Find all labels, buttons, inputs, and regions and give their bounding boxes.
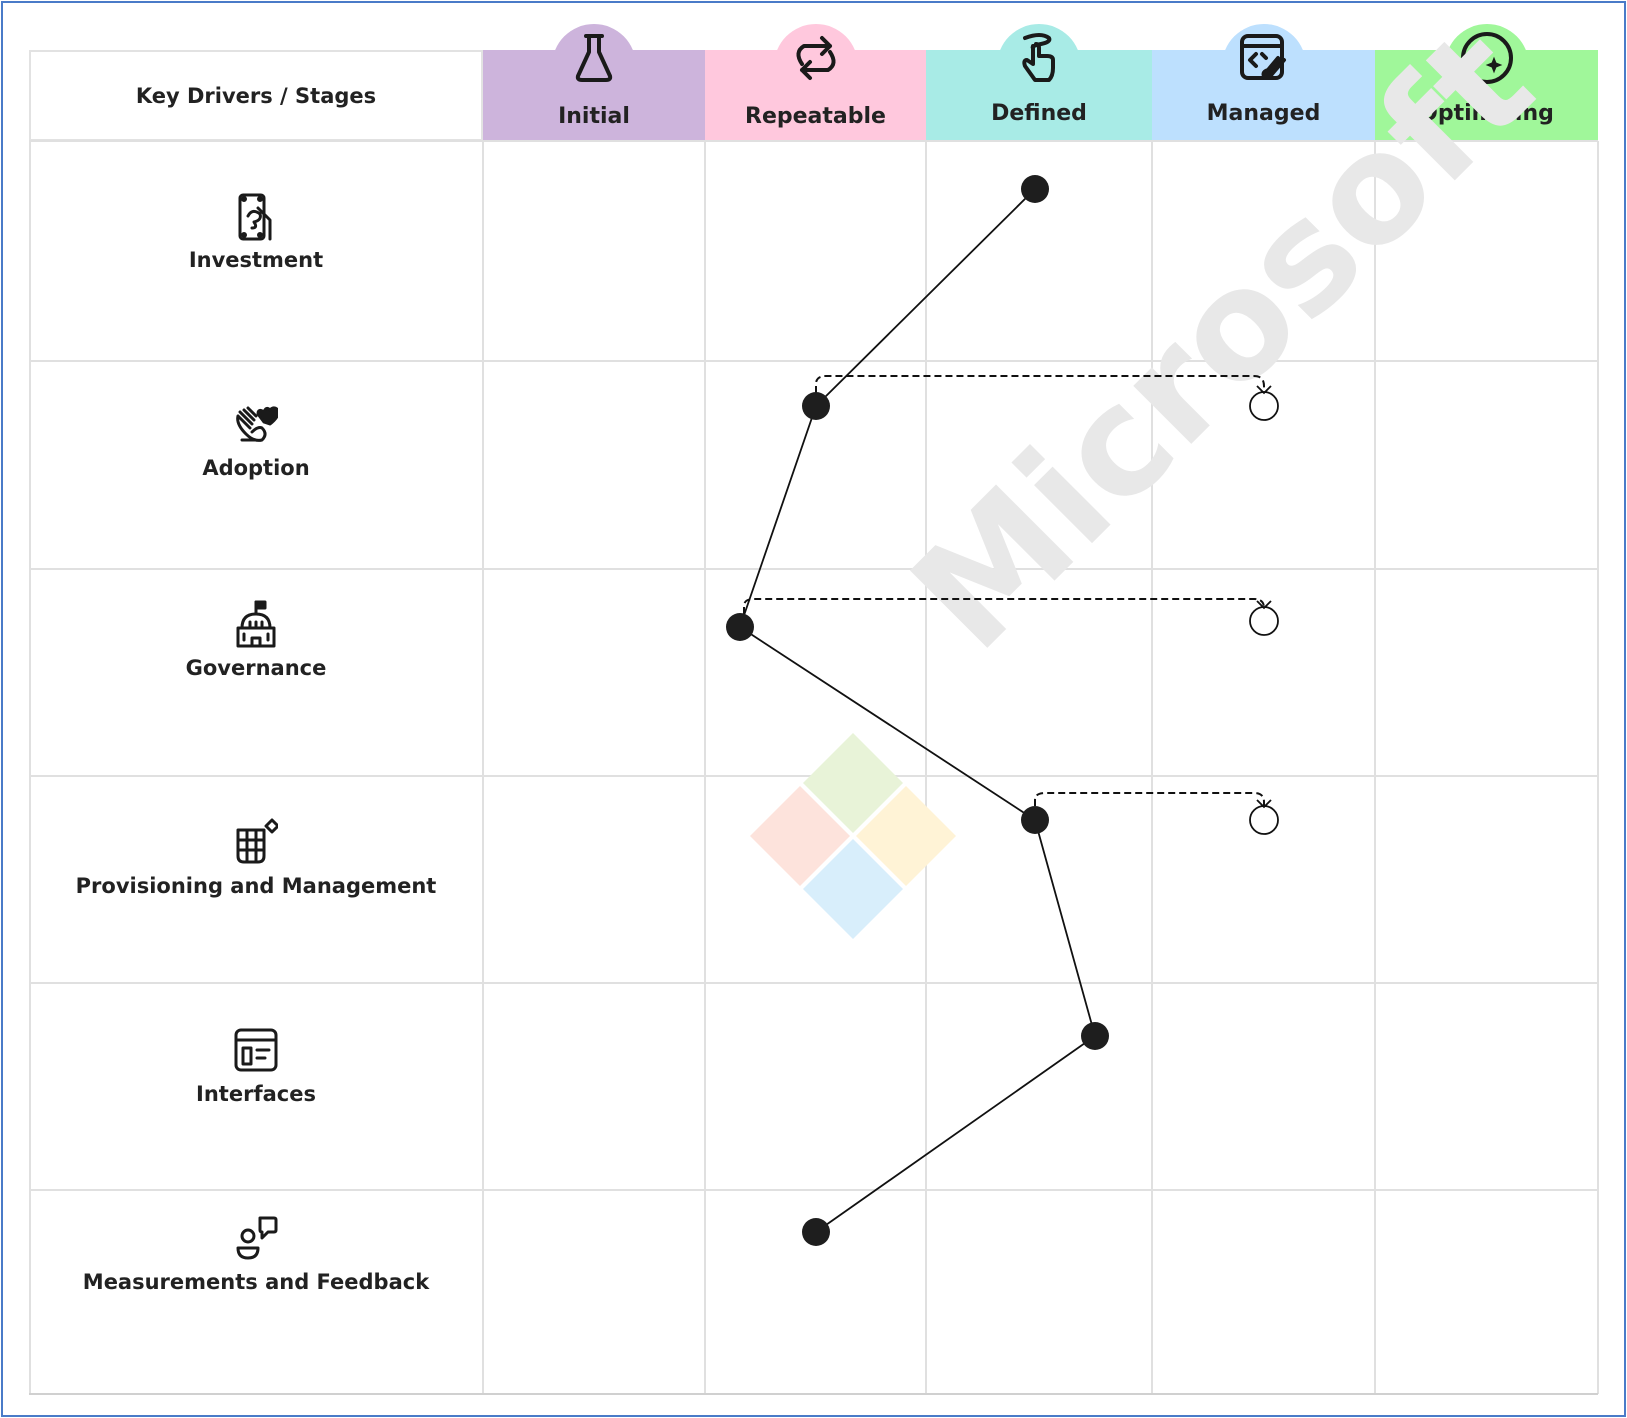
- driver-provisioning-management: Provisioning and Management: [29, 818, 483, 898]
- code-window-wrench-icon: [1240, 34, 1286, 80]
- driver-label: Investment: [188, 248, 324, 272]
- driver-interfaces: Interfaces: [29, 1026, 483, 1106]
- stage-label: Repeatable: [745, 104, 886, 129]
- driver-label: Adoption: [202, 456, 310, 480]
- grid-line: [29, 141, 31, 1394]
- person-feedback-icon: [236, 1216, 278, 1260]
- flask-icon: [575, 34, 613, 82]
- money-hand-icon: [238, 193, 272, 241]
- grid-line: [29, 568, 1598, 570]
- driver-label: Governance: [185, 656, 327, 680]
- repeat-icon: [796, 36, 836, 80]
- grid-line: [1151, 141, 1153, 1394]
- driver-governance: Governance: [29, 600, 483, 680]
- corner-header: Key Drivers / Stages: [29, 50, 483, 141]
- stage-label: Optimizing: [1419, 101, 1554, 126]
- grid-line: [1597, 141, 1599, 1394]
- driver-adoption: Adoption: [29, 400, 483, 480]
- grid-line: [704, 141, 706, 1394]
- government-building-icon: [236, 600, 276, 648]
- stage-label: Managed: [1206, 101, 1321, 126]
- stage-label: Initial: [558, 104, 630, 129]
- touch-gesture-icon: [1022, 33, 1055, 82]
- driver-investment: Investment: [29, 192, 483, 272]
- stage-tab-repeatable: [774, 24, 858, 84]
- hand-heart-icon: [236, 406, 278, 442]
- driver-label: Interfaces: [196, 1082, 316, 1106]
- grid-diamond-icon: [236, 818, 278, 864]
- grid-line: [1374, 141, 1376, 1394]
- driver-measurements-feedback: Measurements and Feedback: [29, 1214, 483, 1294]
- grid-line: [29, 775, 1598, 777]
- window-layout-icon: [234, 1028, 278, 1072]
- grid-line: [29, 1393, 1598, 1395]
- driver-label: Measurements and Feedback: [82, 1270, 430, 1294]
- grid-line: [482, 141, 484, 1394]
- sparkle-circle-icon: [1461, 32, 1513, 84]
- stage-label: Defined: [991, 101, 1087, 126]
- corner-header-label: Key Drivers / Stages: [135, 83, 377, 108]
- driver-label: Provisioning and Management: [75, 874, 437, 898]
- grid-line: [29, 140, 1598, 142]
- grid-line: [925, 141, 927, 1394]
- grid-line: [29, 1189, 1598, 1191]
- grid-line: [29, 360, 1598, 362]
- grid-line: [29, 982, 1598, 984]
